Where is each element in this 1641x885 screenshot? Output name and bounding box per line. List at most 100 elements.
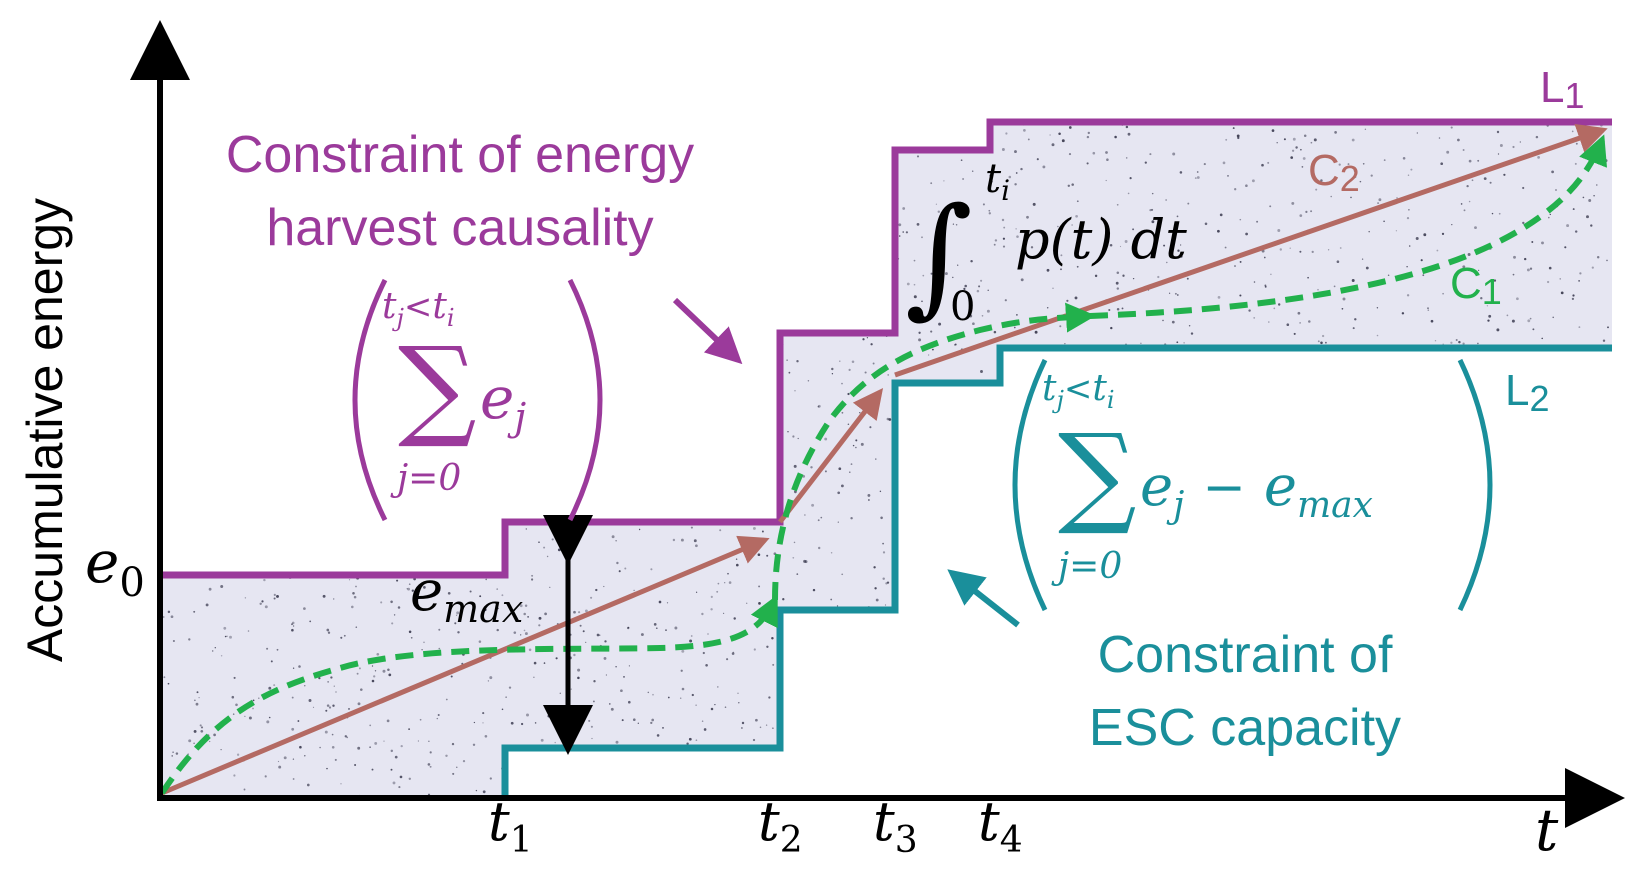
stipple-dot — [1105, 179, 1107, 182]
stipple-dot — [1285, 407, 1287, 409]
stipple-dot — [183, 213, 186, 215]
stipple-dot — [800, 214, 803, 217]
stipple-dot — [761, 530, 764, 533]
stipple-dot — [1458, 561, 1461, 564]
stipple-dot — [1333, 475, 1336, 478]
stipple-dot — [651, 718, 655, 722]
stipple-dot — [174, 267, 177, 269]
stipple-dot — [362, 524, 366, 527]
stipple-dot — [938, 322, 942, 326]
stipple-dot — [1568, 436, 1571, 439]
stipple-dot — [326, 767, 328, 770]
stipple-dot — [837, 620, 840, 623]
stipple-dot — [516, 786, 519, 789]
stipple-dot — [1586, 215, 1589, 219]
stipple-dot — [1606, 259, 1608, 262]
stipple-dot — [1552, 657, 1555, 660]
stipple-dot — [1457, 455, 1461, 459]
stipple-dot — [208, 356, 212, 360]
stipple-dot — [787, 431, 789, 433]
stipple-dot — [1176, 341, 1179, 344]
stipple-dot — [1067, 771, 1070, 773]
stipple-dot — [990, 758, 992, 760]
stipple-dot — [274, 427, 277, 430]
stipple-dot — [651, 762, 655, 766]
stipple-dot — [1002, 750, 1005, 752]
stipple-dot — [616, 305, 619, 308]
stipple-dot — [825, 276, 828, 278]
stipple-dot — [792, 435, 795, 438]
stipple-dot — [1608, 786, 1612, 790]
stipple-dot — [534, 722, 537, 724]
stipple-dot — [833, 759, 835, 762]
stipple-dot — [369, 724, 372, 727]
stipple-dot — [496, 628, 499, 632]
stipple-dot — [1526, 527, 1529, 530]
stipple-dot — [1042, 582, 1044, 585]
stipple-dot — [510, 514, 512, 516]
stipple-dot — [771, 392, 773, 395]
stipple-dot — [1027, 138, 1030, 141]
stipple-dot — [1216, 760, 1220, 764]
stipple-dot — [1245, 184, 1248, 187]
stipple-dot — [513, 290, 517, 293]
stipple-dot — [1541, 241, 1544, 245]
stipple-dot — [665, 629, 667, 631]
stipple-dot — [662, 400, 665, 404]
stipple-dot — [1463, 617, 1466, 620]
stipple-dot — [1328, 448, 1331, 451]
stipple-dot — [1023, 433, 1026, 436]
stipple-dot — [1173, 356, 1176, 359]
stipple-dot — [1519, 638, 1522, 641]
stipple-dot — [772, 785, 774, 787]
stipple-dot — [1025, 611, 1028, 614]
stipple-dot — [283, 332, 286, 336]
stipple-dot — [603, 585, 605, 588]
stipple-dot — [797, 673, 799, 676]
stipple-dot — [386, 719, 390, 723]
stipple-dot — [719, 448, 721, 451]
stipple-dot — [270, 122, 274, 124]
stipple-dot — [173, 338, 175, 341]
stipple-dot — [804, 560, 808, 564]
stipple-dot — [1376, 422, 1379, 425]
stipple-dot — [1076, 763, 1080, 767]
stipple-dot — [1578, 280, 1580, 282]
stipple-dot — [1207, 759, 1210, 763]
stipple-dot — [1043, 540, 1046, 543]
stipple-dot — [308, 699, 312, 702]
stipple-dot — [1500, 788, 1503, 791]
stipple-dot — [1478, 706, 1481, 709]
stipple-dot — [1426, 438, 1428, 440]
stipple-dot — [1469, 657, 1472, 660]
stipple-dot — [1005, 592, 1009, 596]
stipple-dot — [1025, 676, 1028, 680]
stipple-dot — [1329, 535, 1332, 538]
stipple-dot — [1325, 425, 1329, 429]
stipple-dot — [714, 377, 717, 380]
stipple-dot — [710, 707, 714, 711]
stipple-dot — [209, 325, 211, 327]
stipple-dot — [1425, 592, 1428, 594]
stipple-dot — [1468, 200, 1471, 203]
stipple-dot — [1607, 474, 1609, 477]
stipple-dot — [1294, 439, 1297, 442]
stipple-dot — [193, 729, 197, 733]
stipple-dot — [260, 519, 264, 523]
stipple-dot — [1425, 583, 1428, 586]
stipple-dot — [902, 207, 906, 210]
stipple-dot — [779, 767, 783, 770]
stipple-dot — [1451, 223, 1453, 226]
stipple-dot — [808, 192, 810, 195]
stipple-dot — [897, 649, 900, 652]
stipple-dot — [952, 276, 954, 279]
stipple-dot — [1512, 273, 1515, 276]
stipple-dot — [283, 506, 286, 509]
stipple-dot — [1370, 174, 1373, 177]
stipple-dot — [195, 331, 199, 335]
stipple-dot — [900, 425, 904, 429]
stipple-dot — [1411, 453, 1415, 457]
stipple-dot — [695, 201, 697, 204]
stipple-dot — [1325, 341, 1327, 344]
stipple-dot — [1440, 471, 1442, 474]
